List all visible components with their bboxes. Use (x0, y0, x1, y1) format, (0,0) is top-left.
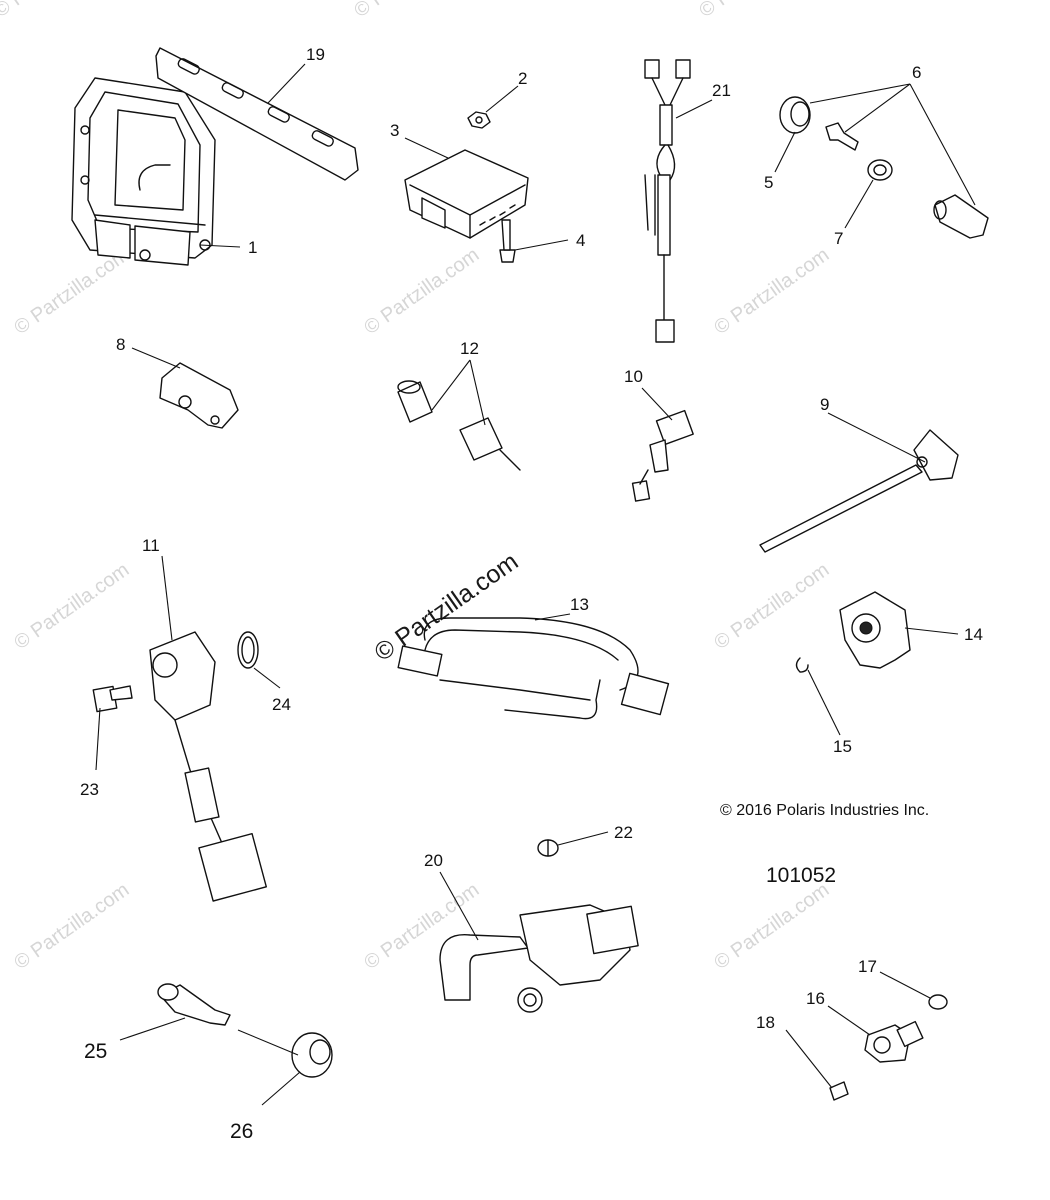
callout-8: 8 (116, 335, 125, 354)
callout-17: 17 (858, 957, 877, 976)
callout-26: 26 (230, 1120, 253, 1143)
callout-6: 6 (912, 63, 921, 82)
watermark: © Partzilla.com (10, 879, 133, 974)
callout-15: 15 (833, 737, 852, 756)
callout-2: 2 (518, 69, 527, 88)
watermark: © Partzilla.com (695, 0, 818, 22)
callout-22: 22 (614, 823, 633, 842)
part-18-screw[interactable] (829, 1081, 849, 1101)
part-22-screw[interactable] (537, 839, 559, 857)
part-26-grommet[interactable] (291, 1032, 333, 1078)
callout-4: 4 (576, 231, 585, 250)
part-12-plug[interactable] (397, 380, 433, 423)
watermark: © Partzilla.com (360, 244, 483, 339)
callout-21: 21 (712, 81, 731, 100)
callout-25: 25 (84, 1040, 107, 1063)
part-20-valve[interactable] (439, 904, 639, 1013)
callout-24: 24 (272, 695, 291, 714)
part-5-cap[interactable] (779, 96, 811, 134)
callout-20: 20 (424, 851, 443, 870)
figure-number: 101052 (766, 864, 836, 887)
callout-18: 18 (756, 1013, 775, 1032)
callout-16: 16 (806, 989, 825, 1008)
callouts: 1 19 2 3 4 21 6 5 7 8 12 10 9 11 24 23 1… (80, 45, 983, 1143)
part-6-clip[interactable] (825, 122, 859, 151)
part-24-oring[interactable] (237, 631, 259, 669)
callout-9: 9 (820, 395, 829, 414)
part-23-screw[interactable] (92, 685, 133, 713)
part-7-washer[interactable] (867, 159, 893, 181)
part-12-plug[interactable] (459, 417, 521, 471)
part-1-ecm[interactable] (71, 77, 216, 266)
part-15-clip[interactable] (795, 657, 809, 673)
callout-23: 23 (80, 780, 99, 799)
callout-10: 10 (624, 367, 643, 386)
part-13-harness[interactable] (397, 617, 670, 720)
callout-3: 3 (390, 121, 399, 140)
watermark: © Partzilla.com (710, 559, 833, 654)
callout-5: 5 (764, 173, 773, 192)
watermark: © Partzilla.com (0, 0, 113, 22)
part-6-sensor[interactable] (933, 194, 989, 239)
part-25-sensor[interactable] (157, 983, 231, 1026)
part-11-sensor[interactable] (149, 631, 267, 902)
part-10-sensor[interactable] (631, 409, 694, 502)
callout-14: 14 (964, 625, 983, 644)
watermark: © Partzilla.com (350, 0, 473, 22)
watermark: © Partzilla.com (710, 244, 833, 339)
part-4-screw[interactable] (499, 219, 516, 263)
part-19-bracket[interactable] (155, 47, 359, 181)
watermark: © Partzilla.com (710, 879, 833, 974)
part-14-sensor[interactable] (839, 591, 911, 669)
callout-19: 19 (306, 45, 325, 64)
watermark: © Partzilla.com (10, 244, 133, 339)
part-16-fitting[interactable] (864, 1020, 924, 1063)
part-9-sensor[interactable] (759, 429, 959, 553)
callout-12: 12 (460, 339, 479, 358)
callout-1: 1 (248, 238, 257, 257)
part-8-sensor[interactable] (159, 362, 239, 429)
leader-lines (95, 63, 976, 1106)
part-3-regulator[interactable] (404, 149, 529, 239)
part-2-nut[interactable] (467, 111, 491, 129)
copyright-text: © 2016 Polaris Industries Inc. (720, 802, 929, 819)
part-17-oring[interactable] (928, 994, 948, 1010)
callout-7: 7 (834, 229, 843, 248)
watermark: © Partzilla.com (10, 559, 133, 654)
callout-11: 11 (142, 536, 160, 555)
watermark-center: © Partzilla.com (369, 547, 523, 667)
callout-13: 13 (570, 595, 589, 614)
part-21-harness[interactable] (644, 59, 691, 343)
